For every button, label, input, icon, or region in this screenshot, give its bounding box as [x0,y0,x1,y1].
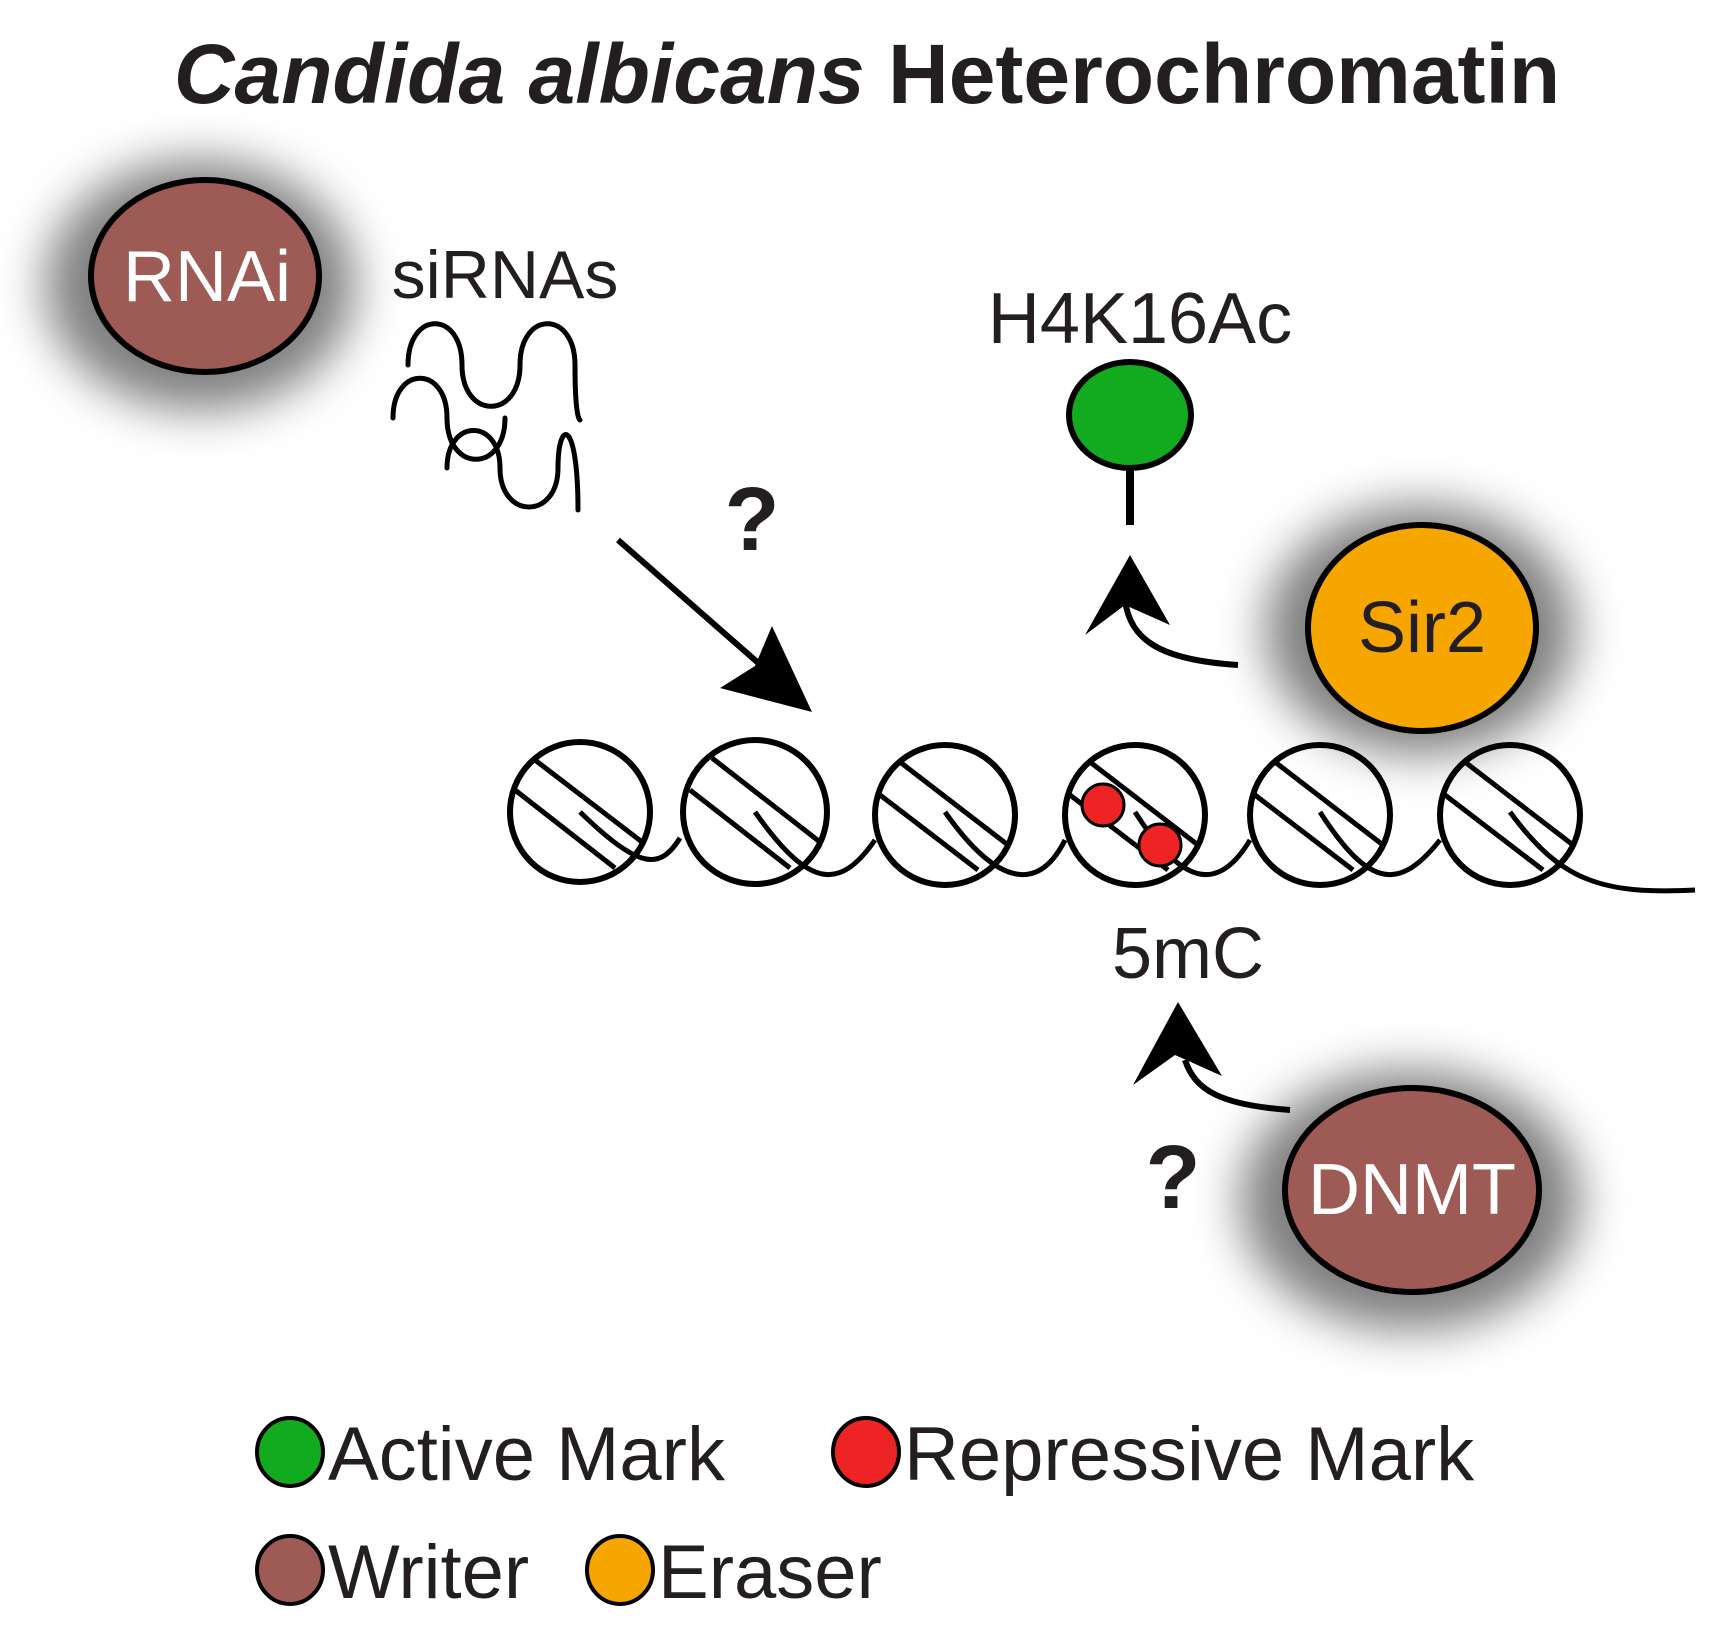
sirna-strand-3 [444,428,581,513]
sirnas-label: siRNAs [392,237,619,313]
rnai-ellipse [88,177,322,375]
dna-wrap-1 [578,810,683,862]
legend-repressive-label: Repressive Mark [904,1412,1475,1497]
rnai-writer: RNAi [45,160,355,410]
legend-writer-swatch [255,1534,325,1606]
arrow-dnmt-curve [1182,1058,1291,1113]
sir2-label: Sir2 [1358,588,1486,668]
nucleosome-4-methylated [1062,742,1208,888]
dnmt-label: DNMT [1308,1150,1516,1230]
nucleosome-3 [872,742,1018,888]
arrow-sirna-shaft [616,537,774,678]
legend-item-writer: Writer [255,1530,529,1615]
five-mc-label: 5mC [1112,914,1264,994]
h4k16ac-label: H4K16Ac [988,279,1292,359]
nucleosome-6-stripe-a [1463,760,1575,847]
legend-active-label: Active Mark [328,1412,726,1497]
legend-item-repressive: Repressive Mark [831,1412,1475,1497]
sirna-squiggles [390,321,583,513]
nucleosome-2 [680,737,830,887]
nucleosome-4-stripe-a [1088,760,1200,847]
nucleosome-6 [1437,742,1583,888]
nucleosome-5-stripe-a [1273,760,1385,847]
dna-wrap-2 [752,810,878,878]
arrow-dnmt-head [1133,1002,1222,1085]
nucleosome-3-stripe-a [898,760,1010,847]
arrow-sirna-head [720,626,812,712]
legend-item-active: Active Mark [255,1412,726,1497]
repressive-mark-dot-1 [1080,782,1126,828]
nucleosome-3-stripe-b [878,793,980,872]
title-rest: Heterochromatin [865,27,1560,121]
rnai-label: RNAi [123,237,291,317]
sir2-eraser: Sir2 [1265,505,1575,755]
nucleosome-5-stripe-b [1253,793,1355,872]
legend-active-swatch [255,1416,325,1488]
nucleosome-1 [507,739,653,885]
dna-wrap-3 [942,810,1068,878]
arrow-dnmt-to-5mc [1133,1002,1291,1113]
nucleosome-1-circle [507,739,653,885]
repressive-mark-dot-2 [1137,822,1183,868]
arrow-sir2-to-h4k16ac [1085,555,1239,668]
dna-wrap-5 [1317,810,1442,878]
question-mark-rnai: ? [725,470,780,570]
nucleosome-array [507,737,1583,888]
active-mark-circle [1066,359,1194,471]
legend-eraser-label: Eraser [658,1530,882,1615]
legend: Active Mark Repressive Mark Writer Erase… [255,1412,1475,1615]
question-mark-dnmt: ? [1146,1128,1201,1228]
sir2-ellipse [1305,522,1539,734]
dnmt-writer: DNMT [1240,1070,1580,1330]
nucleosome-5 [1247,742,1393,888]
sirna-strand-1 [405,321,583,423]
dna-tail [1507,810,1696,894]
h4k16ac-mark: H4K16Ac [988,279,1292,525]
nucleosome-6-circle [1437,742,1583,888]
legend-repressive-swatch [831,1416,901,1488]
nucleosome-2-stripe-a [710,756,822,844]
nucleosome-4-circle [1062,742,1208,888]
dnmt-ellipse [1282,1085,1542,1295]
chromatin-fiber [578,810,1696,894]
nucleosome-1-stripe-b [513,788,617,870]
arrow-sir2-curve [1122,599,1239,668]
nucleosome-1-stripe-a [533,758,644,844]
title-species: Candida albicans [174,27,865,121]
sirna-strand-2 [390,375,508,462]
legend-item-eraser: Eraser [585,1530,882,1615]
arrow-sirna-to-chromatin [616,537,812,712]
nucleosome-6-stripe-b [1443,793,1545,872]
arrow-sir2-head [1085,555,1170,635]
diagram-title: Candida albicans Heterochromatin [174,27,1560,121]
legend-eraser-swatch [585,1534,655,1606]
nucleosome-3-circle [872,742,1018,888]
nucleosome-2-circle [680,737,830,887]
nucleosome-5-circle [1247,742,1393,888]
nucleosome-2-stripe-b [688,788,792,870]
legend-writer-label: Writer [328,1530,529,1615]
